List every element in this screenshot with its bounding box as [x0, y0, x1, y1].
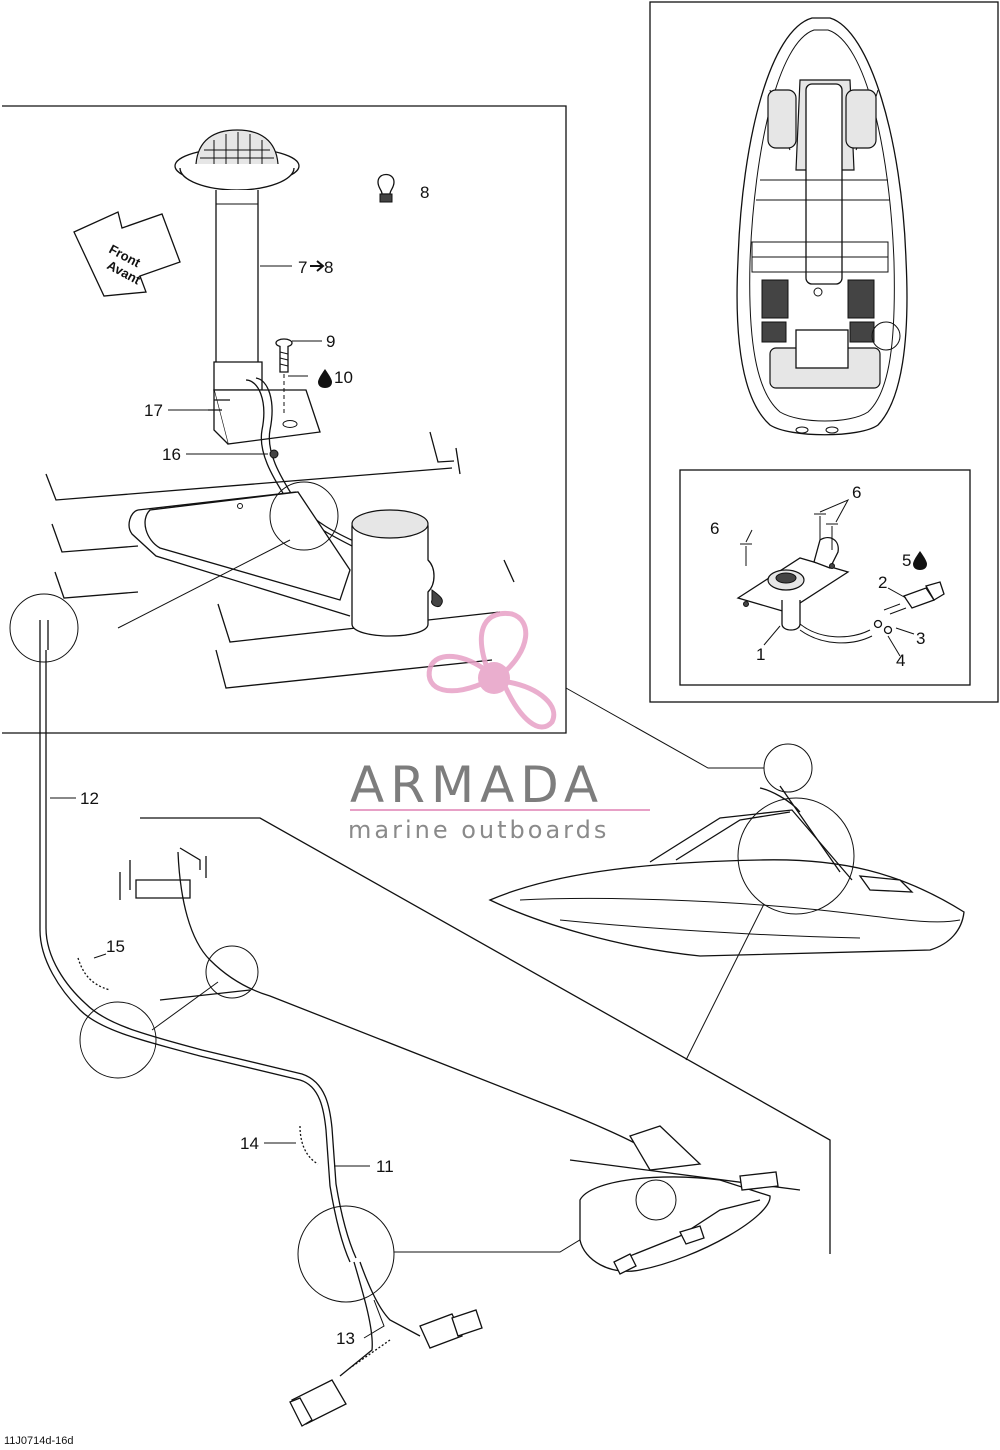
- reference-code: 11J0714d-16d: [4, 1435, 74, 1447]
- callout-8: 8: [420, 183, 429, 202]
- detail-circle-harness: [117, 481, 339, 629]
- deck-structure: [45, 431, 515, 689]
- callout-6-upper: 6: [852, 483, 861, 502]
- wire-harness-12: [9, 593, 357, 1263]
- boat-top-view-frame: [649, 1, 999, 703]
- sleeve-14: [299, 1125, 319, 1165]
- armada-logo: [426, 610, 557, 730]
- callout-9: 9: [326, 332, 335, 351]
- sleeve-15: [77, 957, 111, 991]
- callout-17: 17: [144, 401, 163, 420]
- callout-2: 2: [878, 573, 887, 592]
- console-transom: [119, 817, 831, 1275]
- right-arrow-icon: [310, 260, 325, 272]
- front-direction-arrow: Front Avant: [73, 211, 181, 297]
- callout-10: 10: [334, 368, 353, 387]
- boat-top-view: [736, 17, 908, 436]
- brand-tagline: marine outboards: [348, 816, 609, 844]
- wire-harness-13: [289, 1261, 483, 1427]
- callout-11: 11: [376, 1157, 394, 1176]
- oil-drop-icon: [913, 551, 927, 570]
- light-base-assembly: [736, 513, 945, 644]
- callout-7: 7: [298, 258, 307, 277]
- base-detail-frame: [679, 469, 971, 686]
- screw: [275, 338, 293, 416]
- callout-3: 3: [916, 629, 925, 648]
- callout-1: 1: [756, 645, 765, 664]
- bulb-icon: [377, 173, 395, 203]
- callout-4: 4: [896, 651, 905, 670]
- brand-name: ARMADA: [350, 756, 604, 814]
- callout-7-replacement: 8: [324, 258, 333, 277]
- detail-circles-lower: [79, 945, 653, 1303]
- callout-14: 14: [240, 1134, 259, 1153]
- leader-lines: [50, 265, 915, 1339]
- all-round-light-post: [174, 129, 361, 549]
- callout-13: 13: [336, 1329, 355, 1348]
- callout-15: 15: [106, 937, 125, 956]
- boat-side-view: [488, 687, 965, 1061]
- callout-5: 5: [902, 551, 911, 570]
- detail-frame-main: [2, 105, 567, 734]
- callout-6-left: 6: [710, 519, 719, 538]
- oil-drop-icon: [318, 369, 332, 388]
- callout-16: 16: [162, 445, 181, 464]
- callout-12: 12: [80, 789, 99, 808]
